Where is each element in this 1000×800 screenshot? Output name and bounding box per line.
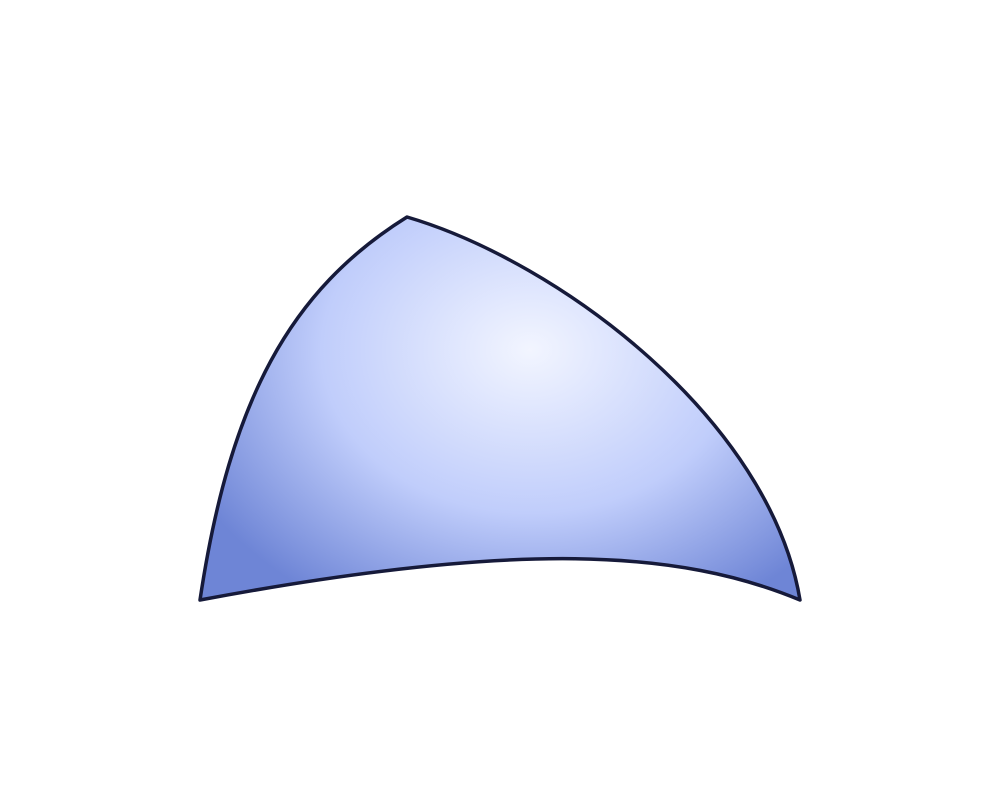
curved-triangle-shape[interactable] [198,215,802,602]
